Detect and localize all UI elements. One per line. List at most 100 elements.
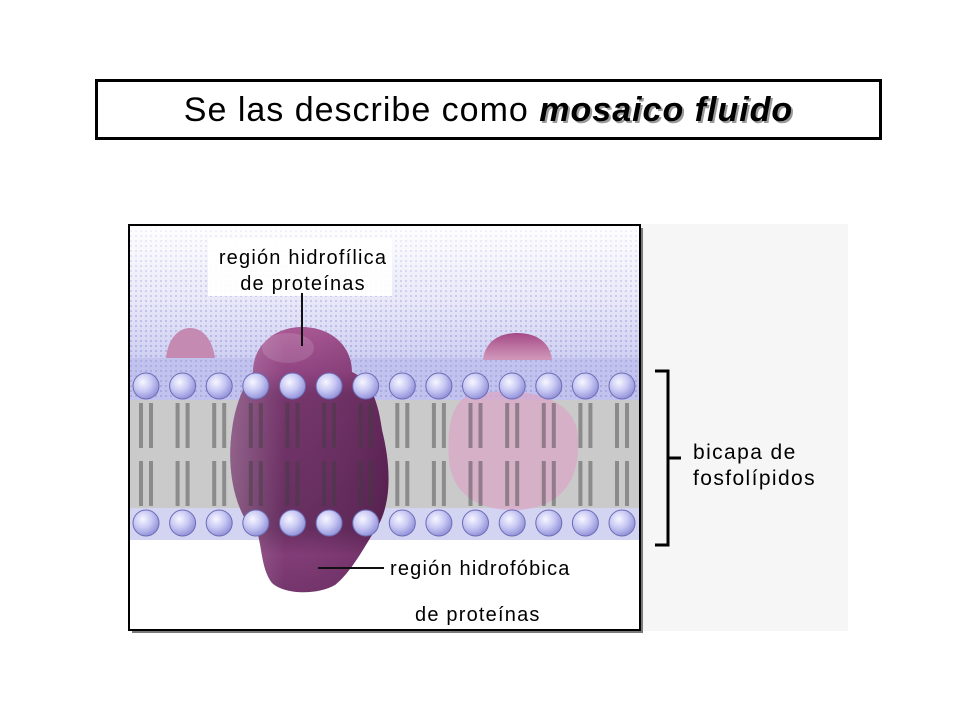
upper-fatty-acid-tail <box>405 403 410 448</box>
inner-phospholipid-head <box>169 509 197 537</box>
bilayer-label-line2: fosfolípidos <box>693 467 816 490</box>
lower-fatty-acid-tail <box>541 461 546 506</box>
inner-phospholipid-head <box>608 509 636 537</box>
lower-fatty-acid-tail <box>431 461 436 506</box>
hydrophobic-label-line1: región hidrofóbica <box>390 558 571 580</box>
inner-phospholipid-head <box>425 509 453 537</box>
slide-title: Se las describe como mosaico fluido <box>184 93 793 127</box>
outer-phospholipid-head <box>205 372 233 400</box>
upper-fatty-acid-tail <box>248 403 253 448</box>
lower-fatty-acid-tail <box>441 461 446 506</box>
inner-phospholipid-head <box>571 509 599 537</box>
outer-phospholipid-head <box>462 372 489 400</box>
lower-fatty-acid-tail <box>295 461 300 506</box>
figure-background-strip <box>641 224 848 631</box>
inner-phospholipid-head <box>132 509 160 537</box>
upper-fatty-acid-tail <box>139 403 143 448</box>
lower-fatty-acid-tail <box>551 461 556 506</box>
lower-fatty-acid-tail <box>368 461 373 506</box>
panel-frame <box>128 224 641 631</box>
outer-phospholipid-head <box>169 372 197 400</box>
upper-fatty-acid-tail <box>478 403 483 448</box>
hydrophobic-label-line2: de proteínas <box>415 604 541 626</box>
outer-phospholipid-head <box>315 372 343 400</box>
upper-fatty-acid-tail <box>505 403 510 448</box>
inner-phospholipid-head <box>462 509 489 537</box>
hydrophilic-label-line1: región hidrofílica <box>219 247 387 269</box>
upper-fatty-acid-tail <box>578 403 583 448</box>
bilayer-label-line1: bicapa de <box>693 441 797 464</box>
lower-fatty-acid-tail <box>478 461 483 506</box>
phospholipid-heads <box>132 372 636 537</box>
title-emphasis: mosaico fluido <box>539 90 794 129</box>
inner-phospholipid-head <box>352 509 380 537</box>
inner-phospholipid-head <box>498 509 526 537</box>
label-backdrop <box>208 238 392 296</box>
lower-fatty-acid-tail <box>515 461 520 506</box>
upper-fatty-acid-tail <box>295 403 300 448</box>
inner-phospholipid-head <box>388 509 416 537</box>
lower-fatty-acid-tail <box>332 461 337 506</box>
upper-fatty-acid-tail <box>625 403 629 448</box>
peripheral-protein-left <box>166 328 215 358</box>
inner-phospholipid-head <box>279 509 306 537</box>
title-prefix: Se las describe como <box>183 90 540 129</box>
upper-fatty-acid-tail <box>358 403 363 448</box>
outer-phospholipid-head <box>352 372 380 400</box>
lower-fatty-acid-tail <box>248 461 253 506</box>
lower-fatty-acid-tail <box>285 461 290 506</box>
integral-protein-right-top <box>483 333 552 360</box>
upper-fatty-acid-tail <box>441 403 446 448</box>
lower-fatty-acid-tail <box>468 461 473 506</box>
lower-fatty-acid-tail <box>358 461 363 506</box>
outer-phospholipid-head <box>425 372 453 400</box>
fatty-acid-tails <box>139 403 629 506</box>
lower-fatty-acid-tail <box>149 461 153 506</box>
upper-fatty-acid-tail <box>285 403 290 448</box>
inner-phospholipid-head <box>205 509 233 537</box>
lower-fatty-acid-tail <box>258 461 263 506</box>
upper-fatty-acid-tail <box>212 403 217 448</box>
lower-fatty-acid-tail <box>175 461 180 506</box>
upper-fatty-acid-tail <box>431 403 436 448</box>
transmembrane-protein-shading <box>230 327 389 593</box>
upper-fatty-acid-tail <box>468 403 473 448</box>
protein-highlight <box>262 333 314 363</box>
upper-fatty-acid-tail <box>515 403 520 448</box>
lower-fatty-acid-tail <box>578 461 583 506</box>
outer-phospholipid-head <box>132 372 160 400</box>
upper-fatty-acid-tail <box>322 403 327 448</box>
upper-fatty-acid-tail <box>395 403 400 448</box>
upper-fatty-acid-tail <box>615 403 619 448</box>
upper-fatty-acid-tail <box>222 403 227 448</box>
upper-fatty-acid-tail <box>258 403 263 448</box>
inner-phospholipid-head <box>242 509 270 537</box>
lower-fatty-acid-tail <box>615 461 619 506</box>
upper-fatty-acid-tail <box>551 403 556 448</box>
upper-fatty-acid-tail <box>541 403 546 448</box>
outer-phospholipid-head <box>388 372 416 400</box>
inner-phospholipid-head <box>315 509 343 537</box>
upper-fatty-acid-tail <box>588 403 593 448</box>
lower-fatty-acid-tail <box>322 461 327 506</box>
lower-fatty-acid-tail <box>185 461 190 506</box>
upper-fatty-acid-tail <box>185 403 190 448</box>
lower-fatty-acid-tail <box>139 461 143 506</box>
lower-fatty-acid-tail <box>212 461 217 506</box>
integral-protein-right-body <box>448 391 579 511</box>
upper-fatty-acid-tail <box>149 403 153 448</box>
upper-fatty-acid-tail <box>332 403 337 448</box>
outer-phospholipid-head <box>498 372 526 400</box>
lower-fatty-acid-tail <box>505 461 510 506</box>
upper-fatty-acid-tail <box>175 403 180 448</box>
lower-fatty-acid-tail <box>395 461 400 506</box>
outer-phospholipid-head <box>608 372 636 400</box>
hydrophilic-label-line2: de proteínas <box>240 273 366 295</box>
outer-phospholipid-head <box>279 372 306 400</box>
lower-fatty-acid-tail <box>222 461 227 506</box>
slide-title-box: Se las describe como mosaico fluido <box>95 79 882 140</box>
lower-fatty-acid-tail <box>625 461 629 506</box>
outer-phospholipid-head <box>242 372 270 400</box>
bilayer-bracket <box>655 369 681 547</box>
